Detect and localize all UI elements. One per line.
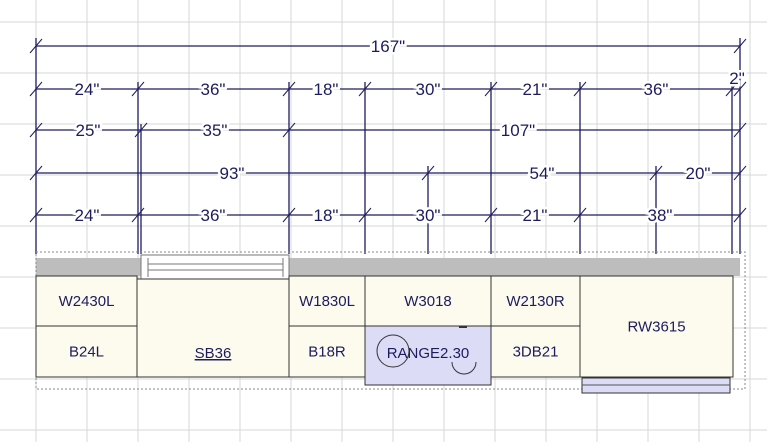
dimension-tick [29, 81, 43, 97]
dimension-label: 25" [76, 121, 101, 140]
dimension-tick [725, 81, 739, 97]
cabinet-box [35, 325, 138, 378]
dimension-tick [29, 122, 43, 138]
cabinet-sb36: SB36 [136, 278, 290, 378]
floor-outline [35, 251, 746, 390]
dimension-row-5: 24" 36" 18" 30" 21" 38" [29, 204, 747, 228]
cabinet-label: W3018 [404, 293, 452, 310]
cabinet-w2430l: W2430L [35, 275, 138, 327]
dimension-tick [282, 207, 296, 223]
dimension-tick [733, 38, 747, 54]
burner-icon [451, 361, 477, 375]
dimension-tick [29, 38, 43, 54]
dimension-tick [358, 207, 372, 223]
cabinet-label: 3DB21 [513, 344, 559, 361]
dimension-label: 35" [203, 121, 228, 140]
sink [140, 254, 290, 280]
dimension-tick [573, 207, 587, 223]
cabinet-label: W2130R [506, 293, 565, 310]
cabinet-box [288, 325, 366, 378]
dimension-tick [282, 122, 296, 138]
dimension-tick [733, 122, 747, 138]
dimension-label: 54" [530, 164, 555, 183]
cabinet-label: W2430L [59, 293, 115, 310]
dimension-label: 36" [201, 206, 226, 225]
cabinet-label: W1830L [299, 293, 355, 310]
cabinet-label: RANGE2.30 [387, 345, 470, 362]
dimension-tick [484, 81, 498, 97]
dimension-label: 18" [314, 206, 339, 225]
cabinet-w3018: W3018 [364, 275, 492, 327]
cabinet-box [35, 275, 138, 327]
dimension-tick [131, 207, 145, 223]
dimension-label: 38" [648, 206, 673, 225]
dimension-tick [649, 165, 663, 181]
cabinet-b18r: B18R [288, 325, 366, 378]
cabinet-3db21: 3DB21 [490, 325, 581, 378]
dimension-label: 21" [523, 206, 548, 225]
dimension-row-2: 24" 36" 18" 30" 21" 36" 2" [29, 67, 747, 102]
cabinet-label: B24L [69, 344, 104, 361]
cabinet-box [579, 275, 734, 378]
dimension-tick [282, 81, 296, 97]
dimension-row-3: 25" 35" 107" [29, 119, 747, 143]
dimension-tick [733, 207, 747, 223]
cabinet-range230: RANGE2.30 [364, 325, 492, 386]
cabinet-label: RW3615 [627, 319, 685, 336]
dimension-label: 107" [501, 121, 535, 140]
cabinet-box [136, 278, 290, 378]
dimension-tick [358, 81, 372, 97]
dimension-label: 36" [644, 80, 669, 99]
cabinet-label: SB36 [195, 345, 232, 362]
sink-outline [140, 254, 290, 280]
dimension-label: 36" [201, 80, 226, 99]
dimension-label: 167" [371, 37, 405, 56]
dimension-label: 93" [220, 164, 245, 183]
dimension-label: 30" [416, 206, 441, 225]
dimension-label: 21" [523, 80, 548, 99]
cabinet-box [364, 325, 492, 386]
dimension-tick [421, 165, 435, 181]
dimension-label: 2" [729, 69, 745, 88]
dimension-label: 24" [75, 80, 100, 99]
dimension-tick [29, 165, 43, 181]
dimension-label: 24" [75, 206, 100, 225]
dimension-label: 18" [314, 80, 339, 99]
cabinet-w1830l: W1830L [288, 275, 366, 327]
dimension-tick [131, 81, 145, 97]
dimension-tick [733, 81, 747, 97]
dimension-row-4: 93" 54" 20" [29, 162, 747, 186]
dimension-tick [733, 165, 747, 181]
dimension-tick [134, 122, 148, 138]
dimension-label: 20" [686, 164, 711, 183]
cabinet-box [490, 275, 581, 327]
dimension-tick [573, 81, 587, 97]
cabinet-b24l: B24L [35, 325, 138, 378]
burner-icon [376, 334, 410, 368]
dimension-row-1: 167" [29, 35, 747, 59]
dimension-label: 30" [416, 80, 441, 99]
cabinet-w2130r: W2130R [490, 275, 581, 327]
dimension-tick [29, 207, 43, 223]
cabinet-rw3615: RW3615 [579, 275, 734, 378]
cabinet-label: B18R [308, 344, 346, 361]
dimension-tick [484, 207, 498, 223]
